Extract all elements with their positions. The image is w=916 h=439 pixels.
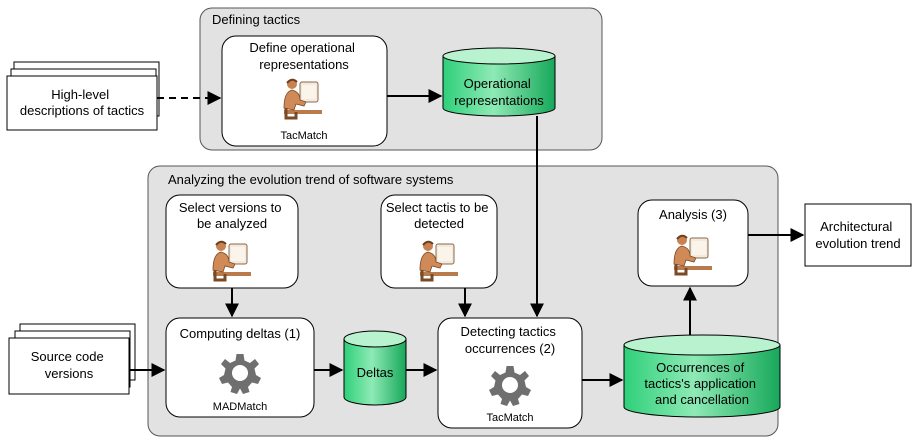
person-at-computer-icon [211, 239, 253, 282]
person-at-computer-icon [418, 239, 460, 282]
activity-define-line-1: Define operational [249, 40, 355, 55]
activity-select-tactics: Select tactis to be detected [380, 194, 498, 289]
datastore-occurrences-line-1: Occurrences of [656, 360, 745, 375]
activity-computing-deltas-label: Computing deltas (1) [180, 326, 301, 341]
datastore-operational-line-1: Operational [464, 76, 531, 91]
output-line-2: evolution trend [815, 236, 900, 251]
svg-text:Detecting tactics occurr: Detecting tactics occurrences (2) [461, 324, 560, 356]
activity-select-versions-line-2: be analyzed [197, 216, 267, 231]
activity-detecting-line-2: occurrences (2) [465, 341, 555, 356]
activity-define-line-2: representations [259, 57, 349, 72]
activity-computing-deltas: Computing deltas (1) MADMatch [165, 317, 315, 418]
group-title-defining-tactics: Defining tactics [212, 12, 301, 27]
svg-text:Source code versions: Source code versions [31, 349, 108, 381]
activity-define-tool: TacMatch [280, 130, 327, 142]
svg-text:High-level descriptions: High-level descriptions of tactics [20, 87, 145, 118]
input-high-level-line-1: High-level [51, 87, 109, 102]
input-source-code-line-2: versions [45, 366, 94, 381]
datastore-occurrences: Occurrences of tactics's application and… [623, 334, 781, 418]
output-line-1: Architectural [820, 219, 892, 234]
activity-detecting-tactics: Detecting tactics occurrences (2) TacMat… [437, 317, 583, 429]
datastore-deltas: Deltas [343, 330, 407, 406]
activity-select-versions: Select versions to be analyzed [165, 194, 299, 289]
input-source-code-versions: Source code versions [8, 323, 136, 395]
svg-text:Select tactis to be dete: Select tactis to be detected [386, 200, 492, 231]
activity-detecting-tool: TacMatch [486, 412, 533, 424]
input-high-level-descriptions: High-level descriptions of tactics [6, 61, 160, 131]
datastore-occurrences-line-3: and cancellation [655, 392, 749, 407]
svg-text:Occurrences of tactics's: Occurrences of tactics's application and… [644, 360, 759, 407]
svg-text:Define operational repre: Define operational representations [249, 40, 358, 72]
svg-text:Architectural evolution: Architectural evolution trend [815, 219, 900, 251]
svg-text:Select versions to be an: Select versions to be analyzed [179, 200, 285, 231]
datastore-occurrences-line-2: tactics's application [644, 376, 756, 391]
activity-analysis: Analysis (3) [637, 199, 749, 287]
activity-computing-deltas-tool: MADMatch [213, 401, 267, 413]
activity-analysis-label: Analysis (3) [659, 207, 727, 222]
datastore-operational-representations: Operational representations [442, 47, 556, 117]
activity-select-tactics-line-2: detected [414, 216, 464, 231]
activity-select-tactics-line-1: Select tactis to be [386, 200, 489, 215]
activity-detecting-line-1: Detecting tactics [461, 324, 557, 339]
activity-define-operational-representations: Define operational representations TacMa… [221, 35, 388, 147]
group-title-analyzing: Analyzing the evolution trend of softwar… [168, 172, 454, 187]
input-high-level-line-2: descriptions of tactics [20, 103, 145, 118]
arrows [129, 89, 805, 387]
svg-text:Operational representati: Operational representations [454, 76, 544, 108]
activity-select-versions-line-1: Select versions to [179, 200, 282, 215]
person-at-computer-icon [672, 233, 714, 276]
datastore-operational-line-2: representations [454, 93, 544, 108]
datastore-deltas-label: Deltas [357, 365, 394, 380]
person-at-computer-icon [282, 77, 324, 120]
output-architectural-evolution-trend: Architectural evolution trend [804, 203, 912, 267]
input-source-code-line-1: Source code [31, 349, 104, 364]
